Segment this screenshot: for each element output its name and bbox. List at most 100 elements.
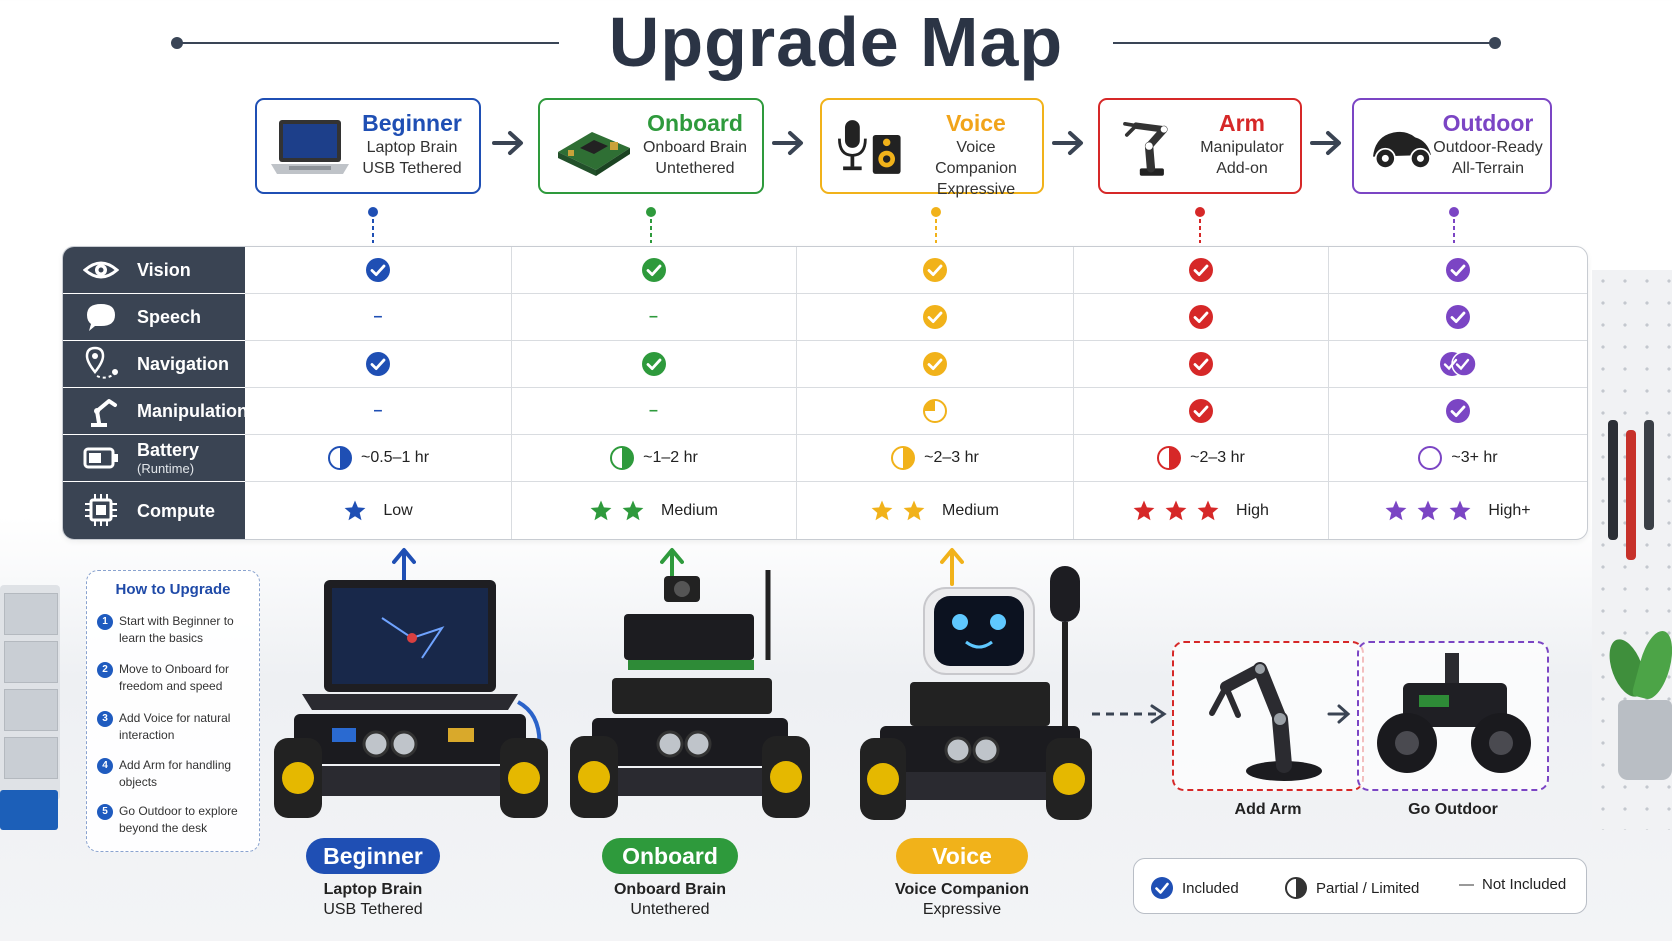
battery-runtime: ~0.5–1 hr <box>360 449 430 466</box>
stage-line2: USB Tethered <box>362 160 462 177</box>
rowhead-compute: Compute <box>63 482 245 539</box>
stage-line2: Expressive <box>936 181 1016 198</box>
double-check-icon <box>1439 351 1477 377</box>
row-divider <box>245 340 1587 341</box>
cell-outdoor-battery: ~3+ hr <box>1328 435 1587 481</box>
stage-line1: Outdoor-Ready <box>1433 139 1543 156</box>
cell-arm-manipulation <box>1073 388 1328 434</box>
battery-runtime: ~1–2 hr <box>643 449 698 466</box>
robot-arm-illustration <box>1209 662 1322 781</box>
rowhead-vision: Vision <box>63 247 245 293</box>
arrow-right-icon <box>1052 131 1083 155</box>
cell-arm-compute: High <box>1073 482 1328 539</box>
check-circle-icon <box>1151 877 1173 899</box>
connector-onboard <box>646 207 656 243</box>
check-circle-icon <box>1188 305 1213 329</box>
stage-name: Onboard <box>647 110 743 136</box>
robot-arm-icon <box>1123 121 1168 176</box>
stage-line1: Manipulator <box>1200 139 1284 156</box>
rowhead-manipulation: Manipulation <box>63 388 248 434</box>
dashed-arrow-right-icon <box>1092 704 1167 724</box>
stage-line2: Add-on <box>1216 160 1268 177</box>
check-circle-icon <box>1188 352 1213 376</box>
check-circle-icon <box>922 258 947 282</box>
row-divider <box>245 293 1587 294</box>
cell-onboard-compute: Medium <box>511 482 796 539</box>
robot-label-onboard: Onboard Brain Untethered <box>613 881 726 918</box>
title-line-right-dot <box>1489 37 1501 49</box>
stage-card-voice: Voice Voice Companion Expressive <box>820 98 1044 198</box>
cell-voice-navigation <box>796 341 1073 387</box>
compute-level: High+ <box>1488 501 1531 519</box>
page-title: Upgrade Map <box>608 3 1064 81</box>
cell-beginner-battery: ~0.5–1 hr <box>245 435 511 481</box>
cell-arm-vision <box>1073 247 1328 293</box>
cell-outdoor-navigation <box>1328 341 1587 387</box>
feature-label: Vision <box>137 260 191 280</box>
stage-name: Voice <box>946 110 1006 136</box>
legend: Included Partial / Limited — Not Include… <box>1133 858 1587 914</box>
cell-outdoor-compute: High+ <box>1328 482 1587 539</box>
row-divider <box>245 434 1587 435</box>
arrow-up-icon <box>940 548 964 586</box>
feature-label: Battery <box>137 440 200 460</box>
cell-outdoor-speech <box>1328 294 1587 340</box>
pill-voice: Voice <box>896 838 1028 874</box>
feature-label: Manipulation <box>137 401 248 421</box>
go-outdoor-box <box>1357 641 1549 791</box>
beginner-robot-laptop-illustration <box>274 580 548 818</box>
rowhead-battery: Battery (Runtime) <box>63 435 245 481</box>
battery-runtime: ~3+ hr <box>1451 449 1498 466</box>
half-circle-icon <box>1285 877 1307 899</box>
col-divider <box>511 247 512 539</box>
cell-beginner-vision <box>245 247 511 293</box>
battery-icon <box>83 447 118 469</box>
stage-name: Outdoor <box>1442 110 1534 136</box>
screwdriver-tools <box>1604 420 1668 570</box>
connector-beginner <box>368 207 378 243</box>
cell-voice-battery: ~2–3 hr <box>796 435 1073 481</box>
star-icon <box>622 500 644 520</box>
stage-line1: Onboard Brain <box>642 139 748 156</box>
feature-label: Compute <box>137 501 215 521</box>
col-divider <box>1328 247 1329 539</box>
check-circle-icon <box>1445 399 1470 423</box>
star-icon <box>903 500 925 520</box>
stage-name: Arm <box>1218 110 1265 136</box>
rowhead-navigation: Navigation <box>63 341 245 387</box>
compute-level: Low <box>383 501 413 519</box>
star-icon <box>1385 500 1407 520</box>
dash-icon: – <box>373 402 383 419</box>
potted-plant <box>1602 627 1672 780</box>
addon-label-arm: Add Arm <box>1234 801 1302 818</box>
star-icon <box>1133 500 1155 520</box>
speech-bubble-icon <box>87 304 115 331</box>
check-circle-icon <box>922 305 947 329</box>
legend-included: Included <box>1150 876 1239 900</box>
cell-onboard-navigation <box>511 341 796 387</box>
stage-line2: All-Terrain <box>1451 160 1524 177</box>
legend-not-included: — Not Included <box>1459 876 1567 893</box>
title-line-left <box>177 42 559 44</box>
connector-voice <box>931 207 941 243</box>
outdoor-robot-illustration <box>1377 653 1531 773</box>
star-icon <box>871 500 893 520</box>
arrow-right-icon <box>1310 131 1341 155</box>
cell-beginner-navigation <box>245 341 511 387</box>
cell-onboard-vision <box>511 247 796 293</box>
connector-outdoor <box>1449 207 1459 243</box>
star-icon <box>344 500 366 520</box>
cell-beginner-manipulation: – <box>245 388 511 434</box>
check-circle-icon <box>1188 399 1213 423</box>
star-icon <box>1417 500 1439 520</box>
blue-tray <box>0 790 58 830</box>
check-circle-icon <box>366 352 390 376</box>
robot-arm-icon <box>91 399 117 427</box>
arrow-right-icon <box>772 131 803 155</box>
cell-beginner-compute: Low <box>245 482 511 539</box>
check-circle-icon <box>641 352 666 376</box>
stage-line1: Laptop Brain <box>366 139 458 156</box>
dash-icon: – <box>649 402 658 419</box>
